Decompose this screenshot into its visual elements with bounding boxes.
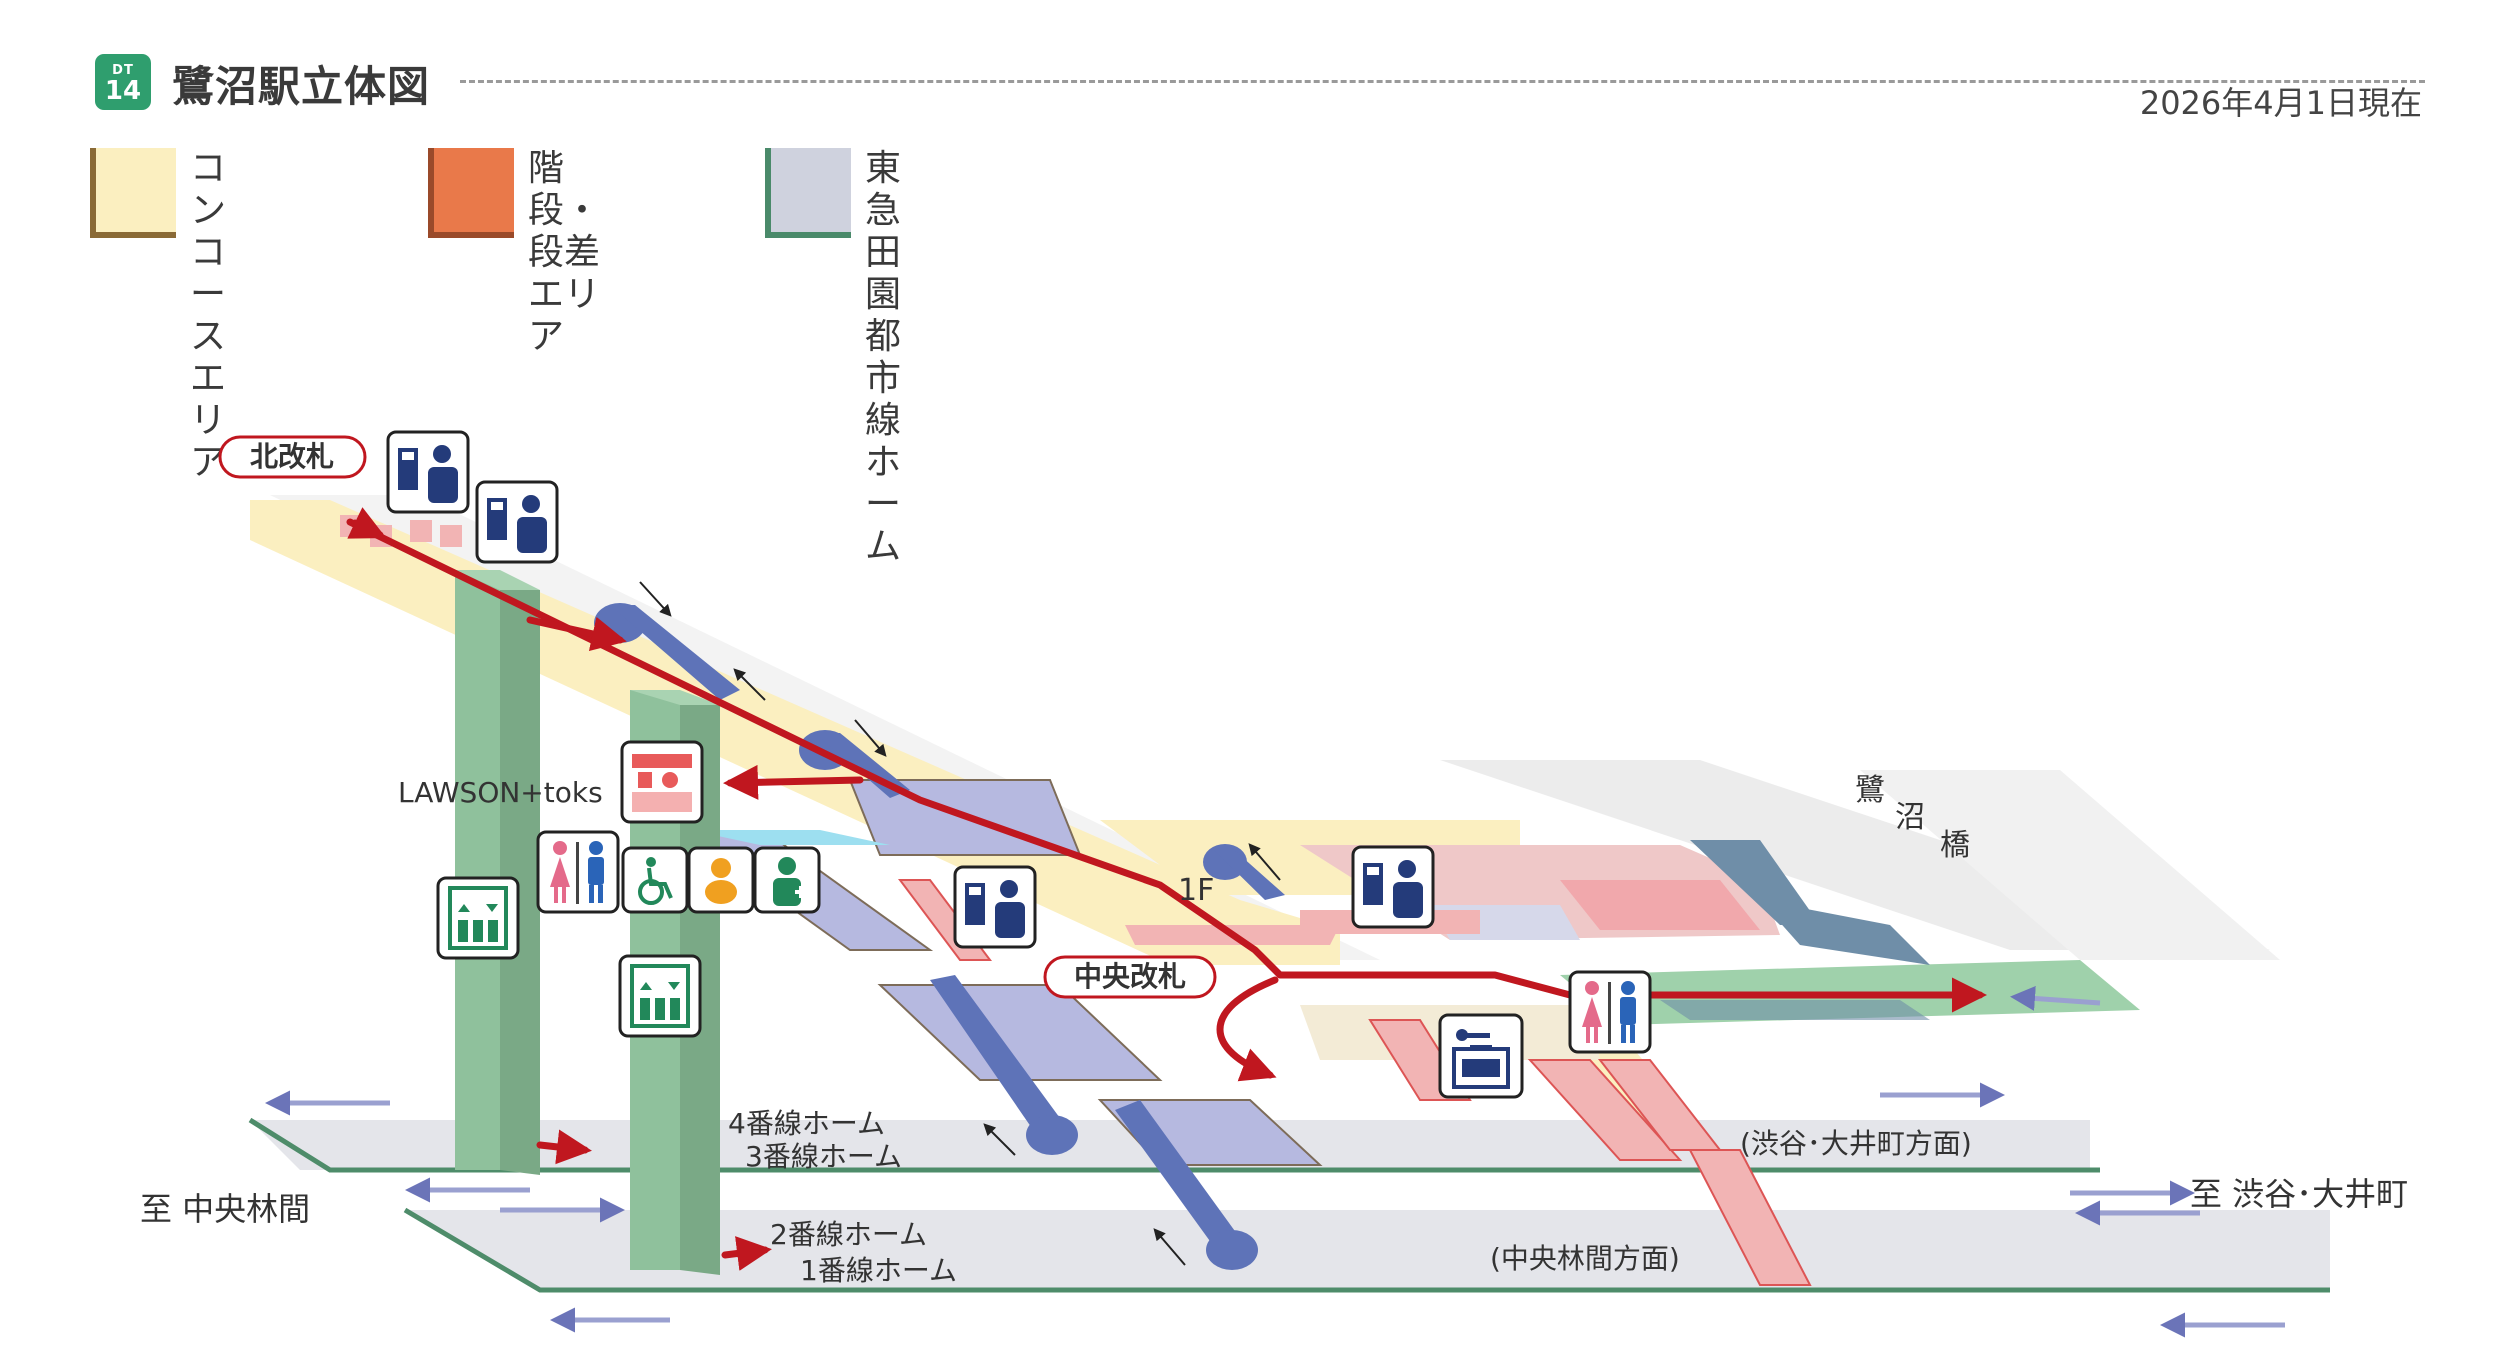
legend-label-platform: 東急田園都市線 ホーム: [865, 148, 902, 567]
wheelchair-icon: [621, 846, 689, 914]
station-number: 14: [104, 76, 142, 106]
toilet-icon-left: [536, 830, 620, 914]
north-gate-label: 北改札: [218, 435, 367, 479]
ticket-staff-icon-center: [953, 865, 1037, 949]
ticket-machine-icon: [1363, 863, 1383, 905]
shop-label: LAWSON+toks: [398, 776, 603, 809]
route-north-branch: [526, 616, 627, 652]
stairs-swatch: [428, 148, 514, 238]
elevator-shaft-1: [455, 570, 540, 1175]
page-title: 鷺沼駅立体図: [172, 62, 431, 111]
bridge-label-1: 鷺: [1855, 773, 1885, 808]
ticket-staff-icon-right: [1351, 845, 1435, 929]
elevator-icon-2: [618, 954, 702, 1038]
title-bar: DT 14 鷺沼駅立体図: [95, 50, 2425, 114]
route-main: [346, 518, 1987, 1013]
station-staff-icon: [1393, 860, 1423, 918]
route-platform-12: [721, 1236, 772, 1271]
concourse-swatch: [90, 148, 176, 238]
as-of-date: 2026年4月1日現在: [2139, 84, 2422, 122]
platform-swatch: [765, 148, 851, 238]
ticket-staff-icon-north-2: [475, 480, 559, 564]
svg-text:北改札: 北改札: [250, 440, 334, 473]
ticket-machine-icon: [965, 883, 985, 925]
station-staff-icon: [517, 495, 547, 553]
shop-icon: [620, 740, 704, 824]
station-number-badge: DT 14: [95, 54, 151, 110]
platform-1-2: [403, 1207, 2330, 1293]
direction-left-label: 至 中央林間: [140, 1190, 310, 1228]
route-platform-34: [536, 1129, 592, 1165]
platform-4-label: 4番線ホーム: [728, 1107, 885, 1140]
baby-care-icon: [687, 846, 755, 914]
upper-track-direction-label: (渋谷･大井町方面): [1740, 1127, 1972, 1160]
mens-toilet-icon: [588, 841, 604, 903]
elevator-icon-1: [436, 876, 520, 960]
route-lines: [346, 507, 1987, 1271]
platform-3-label: 3番線ホーム: [745, 1140, 902, 1173]
route-to-platform: [1216, 976, 1279, 1082]
bridge-label-2: 沼: [1895, 800, 1925, 835]
escalator: [1115, 1100, 1258, 1270]
svg-text:中央改札: 中央改札: [1074, 960, 1186, 993]
line-code: DT: [112, 63, 134, 78]
legend-label-concourse: コンコース エリア: [190, 148, 227, 483]
bridge-label-3: 橋: [1940, 828, 1970, 863]
track-direction-arrows: [265, 985, 2285, 1338]
legend-label-stairs: 階段・段差 エリア: [528, 148, 601, 357]
ticket-machine-icon: [398, 448, 418, 490]
mens-toilet-icon: [1620, 981, 1636, 1043]
coin-locker-icon: [1438, 1013, 1524, 1099]
escalator-direction-arrows: [639, 581, 1281, 1266]
lower-track-direction-label: (中央林間方面): [1490, 1242, 1680, 1275]
womens-toilet-icon: [1582, 981, 1602, 1043]
escalator: [930, 975, 1078, 1155]
direction-right-label: 至 渋谷･大井町: [2190, 1175, 2408, 1213]
route-lawson-branch: [723, 764, 864, 800]
floor-label: 1F: [1178, 873, 1214, 908]
ticket-machine-icon: [487, 498, 507, 540]
escalator: [1203, 844, 1285, 900]
title-divider: [460, 80, 2425, 83]
womens-toilet-icon: [550, 841, 570, 903]
central-gate-label: 中央改札: [1043, 955, 1217, 999]
toilet-icon-right: [1568, 970, 1652, 1054]
ticket-staff-icon-north-1: [386, 430, 470, 514]
platform-2-label: 2番線ホーム: [770, 1218, 927, 1251]
ostomate-icon: [753, 846, 821, 914]
station-staff-icon: [995, 880, 1025, 938]
platform-1-label: 1番線ホーム: [800, 1254, 957, 1287]
route-north-gate: [347, 507, 387, 539]
station-staff-icon: [428, 445, 458, 503]
